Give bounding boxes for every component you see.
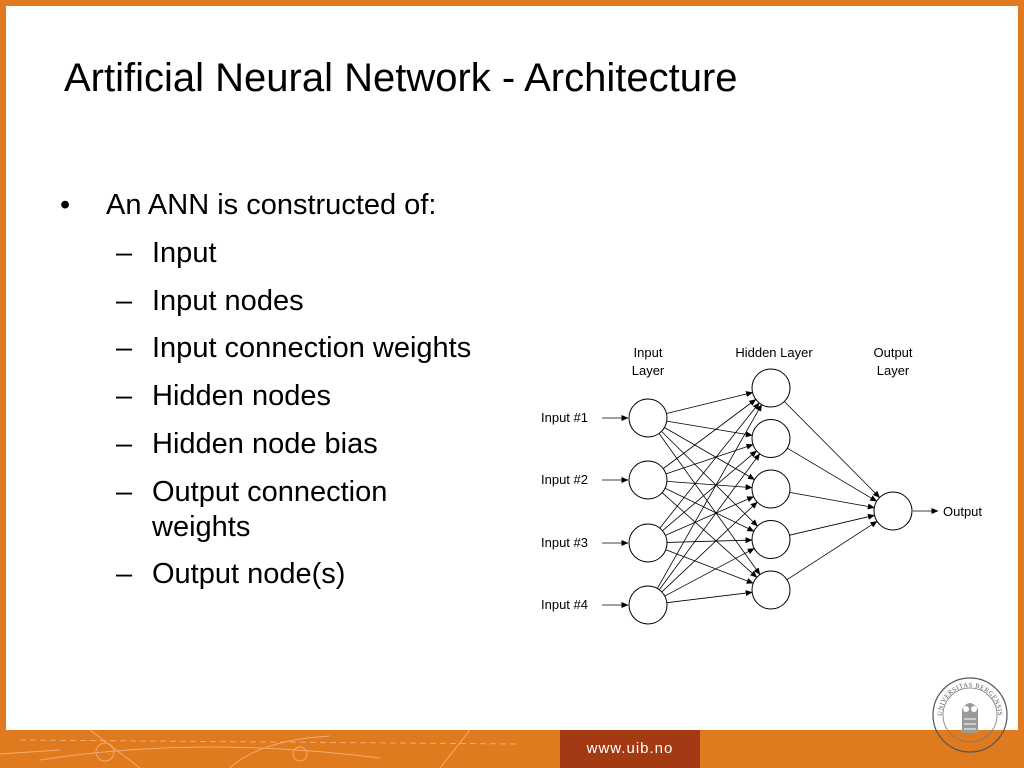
bullet-list: • An ANN is constructed of: – Input – In… <box>60 188 540 592</box>
output-node <box>873 491 913 531</box>
neural-network-diagram: Input Layer Hidden Layer Output Layer In… <box>541 345 982 625</box>
sub-item-dash: – <box>116 380 133 413</box>
sub-item-text: Hidden node bias <box>152 427 378 460</box>
hidden-node-4 <box>751 520 791 559</box>
sub-item-dash: – <box>116 475 133 508</box>
connection-input-4-hidden-3 <box>661 501 758 593</box>
footer-decoration <box>0 730 521 768</box>
connection-input-2-hidden-2 <box>665 443 754 475</box>
connection-input-2-hidden-1 <box>662 399 757 469</box>
input-node-1 <box>628 398 668 438</box>
connection-input-4-hidden-5 <box>666 590 753 604</box>
sub-item-text: Output connection weights <box>152 475 388 543</box>
connection-input-3-hidden-1 <box>659 402 760 529</box>
sub-item-output-connection-weights: – Output connection weights <box>60 475 442 545</box>
connection-input-3-hidden-5 <box>665 549 754 584</box>
connection-hidden-3-output <box>789 491 875 510</box>
connection-input-2-hidden-3 <box>666 480 753 491</box>
input-node-4 <box>628 585 668 625</box>
input-layer-label-line2: Layer <box>632 363 665 378</box>
sub-item-hidden-nodes: – Hidden nodes <box>60 379 540 414</box>
sub-item-dash: – <box>116 236 133 269</box>
website-url[interactable]: www.uib.no <box>560 730 700 768</box>
connection-input-4-hidden-1 <box>657 404 762 589</box>
connection-input-1-hidden-4 <box>661 431 758 527</box>
sub-item-text: Output node(s) <box>152 558 346 591</box>
connection-lines <box>602 391 939 608</box>
input-node-3 <box>628 523 668 563</box>
connection-hidden-4-output <box>789 513 875 536</box>
connection-input-4-hidden-2 <box>658 453 761 590</box>
connection-input-4-hidden-4 <box>664 548 755 597</box>
bullet-text: An ANN is constructed of: <box>106 189 437 221</box>
connection-hidden-1-output <box>784 401 880 498</box>
sub-item-dash: – <box>116 427 133 460</box>
connection-input-3-hidden-3 <box>665 496 755 536</box>
sub-item-dash: – <box>116 332 133 365</box>
connection-input-3-hidden-4 <box>666 537 753 544</box>
output-layer-label-line2: Layer <box>877 363 910 378</box>
slide-title: Artificial Neural Network - Architecture <box>64 56 738 100</box>
hidden-node-5 <box>751 570 791 610</box>
input-layer-label-line1: Input <box>634 345 663 360</box>
sub-item-text: Hidden nodes <box>152 380 331 413</box>
bullet-item: • An ANN is constructed of: <box>60 188 540 223</box>
network-nodes <box>628 368 913 625</box>
connection-input-2-hidden-5 <box>661 492 758 578</box>
hidden-node-3 <box>751 469 791 509</box>
connection-input-2-hidden-4 <box>664 487 755 532</box>
sub-item-text: Input nodes <box>152 284 304 317</box>
connection-input-1-hidden-2 <box>666 420 753 438</box>
hidden-node-1 <box>751 368 791 408</box>
connection-input-1-hidden-1 <box>666 391 754 414</box>
output-label: Output <box>943 504 982 519</box>
sub-item-dash: – <box>116 284 133 317</box>
sub-item-input: – Input <box>60 236 540 271</box>
hidden-layer-label: Hidden Layer <box>735 345 813 360</box>
sub-item-output-nodes: – Output node(s) <box>60 557 540 592</box>
connection-input-1-hidden-3 <box>664 427 755 480</box>
sub-item-text: Input connection weights <box>152 332 472 365</box>
input-node-2 <box>628 460 668 500</box>
sub-item-input-nodes: – Input nodes <box>60 284 540 319</box>
sub-item-input-connection-weights: – Input connection weights <box>60 331 540 366</box>
connection-input-3-hidden-2 <box>662 450 757 532</box>
bullet-dot: • <box>60 189 71 221</box>
input-1-label: Input #1 <box>541 410 588 425</box>
university-seal-icon: UNIVERSITAS BERGENSIS <box>932 677 1008 753</box>
output-layer-label-line1: Output <box>873 345 912 360</box>
sub-item-text: Input <box>152 236 217 269</box>
input-3-label: Input #3 <box>541 535 588 550</box>
sub-item-hidden-node-bias: – Hidden node bias <box>60 427 540 462</box>
hidden-node-2 <box>751 419 791 458</box>
connection-hidden-2-output <box>787 447 878 502</box>
input-4-label: Input #4 <box>541 597 588 612</box>
connection-hidden-5-output <box>786 520 878 581</box>
footer-bar: www.uib.no <box>0 730 1024 768</box>
network-labels: Input Layer Hidden Layer Output Layer In… <box>541 345 982 612</box>
input-2-label: Input #2 <box>541 472 588 487</box>
sub-item-dash: – <box>116 558 133 591</box>
connection-input-1-hidden-5 <box>658 433 761 575</box>
